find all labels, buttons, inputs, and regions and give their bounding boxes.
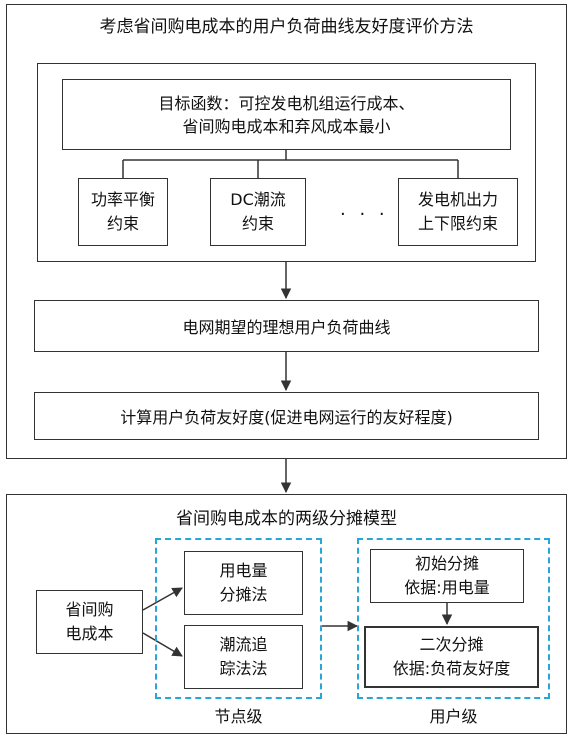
- constraint-line-1: 功率平衡: [90, 190, 155, 209]
- friendliness-label: 计算用户负荷友好度(促进电网运行的友好程度): [120, 408, 453, 427]
- ideal-load-curve-label: 电网期望的理想用户负荷曲线: [182, 318, 391, 337]
- step-line-2: 依据:用电量: [404, 578, 490, 597]
- ellipsis: · · ·: [340, 204, 389, 225]
- constraint-line-1: 发电机出力: [417, 190, 498, 209]
- step-line-1: 二次分摊: [419, 635, 484, 654]
- friendliness-box: 计算用户负荷友好度(促进电网运行的友好程度): [34, 392, 539, 440]
- user-level-frame: [357, 538, 550, 699]
- step-line-2: 依据:负荷友好度: [392, 659, 511, 678]
- optimization-model-frame: [37, 63, 536, 262]
- arrow-source-to-method-2: [142, 632, 183, 657]
- method-box-flow-tracing: 潮流追 踪法法: [184, 625, 303, 689]
- top-section-title: 考虑省间购电成本的用户负荷曲线友好度评价方法: [99, 17, 474, 37]
- top-section-frame: [6, 4, 567, 459]
- method-line-2: 分摊法: [219, 585, 268, 604]
- objective-line-2: 省间购电成本和弃风成本最小: [182, 116, 391, 136]
- user-level-label: 用户级: [429, 707, 478, 726]
- bottom-section-title: 省间购电成本的两级分摊模型: [176, 509, 397, 529]
- source-line-1: 省间购: [65, 600, 114, 619]
- method-line-1: 潮流追: [219, 635, 268, 654]
- method-box-consumption: 用电量 分摊法: [184, 551, 303, 615]
- ideal-load-curve-box: 电网期望的理想用户负荷曲线: [34, 300, 539, 352]
- constraint-box-generator-limits: 发电机出力 上下限约束: [398, 178, 518, 246]
- objective-function-box: 目标函数：可控发电机组运行成本、 省间购电成本和弃风成本最小: [62, 79, 511, 150]
- arrow-source-to-method-1: [142, 587, 183, 611]
- constraint-line-2: 上下限约束: [417, 214, 498, 233]
- step-box-secondary: 二次分摊 依据:负荷友好度: [364, 626, 539, 688]
- step-line-1: 初始分摊: [414, 554, 479, 573]
- constraint-line-2: 约束: [106, 214, 139, 233]
- constraint-box-power-balance: 功率平衡 约束: [78, 178, 168, 246]
- interprovincial-cost-box: 省间购 电成本: [36, 590, 143, 654]
- step-box-initial: 初始分摊 依据:用电量: [370, 549, 524, 603]
- bottom-section-frame: [6, 494, 567, 734]
- constraint-box-dc-flow: DC潮流 约束: [210, 178, 306, 246]
- constraint-line-2: 约束: [241, 214, 274, 233]
- method-line-1: 用电量: [219, 561, 268, 580]
- source-line-2: 电成本: [65, 624, 114, 643]
- method-line-2: 踪法法: [219, 659, 268, 678]
- constraint-line-1: DC潮流: [230, 190, 286, 209]
- node-level-label: 节点级: [214, 707, 263, 726]
- objective-line-1: 目标函数：可控发电机组运行成本、: [158, 93, 415, 113]
- node-level-frame: [155, 538, 322, 699]
